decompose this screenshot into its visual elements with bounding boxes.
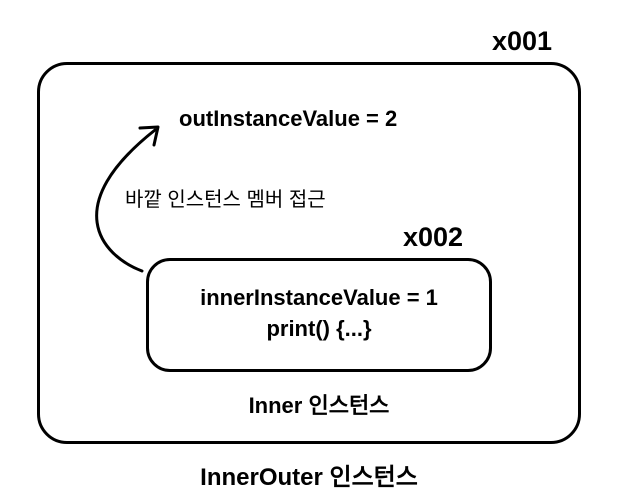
outer-field-text: outInstanceValue = 2 — [179, 106, 398, 131]
inner-caption: Inner 인스턴스 — [248, 393, 390, 418]
access-arrow-head — [138, 125, 160, 147]
inner-instance-box — [146, 258, 492, 372]
inner-address-label: x002 — [403, 222, 464, 252]
inner-field-text: innerInstanceValue = 1 — [200, 285, 438, 310]
outer-instance-box — [37, 62, 581, 444]
outer-caption: InnerOuter 인스턴스 — [200, 464, 418, 491]
access-arrow-curve — [95, 128, 157, 273]
outer-address-label: x001 — [492, 26, 553, 56]
arrow-label: 바깥 인스턴스 멤버 접근 — [125, 189, 326, 211]
inner-method-text: print() {...} — [266, 316, 372, 341]
